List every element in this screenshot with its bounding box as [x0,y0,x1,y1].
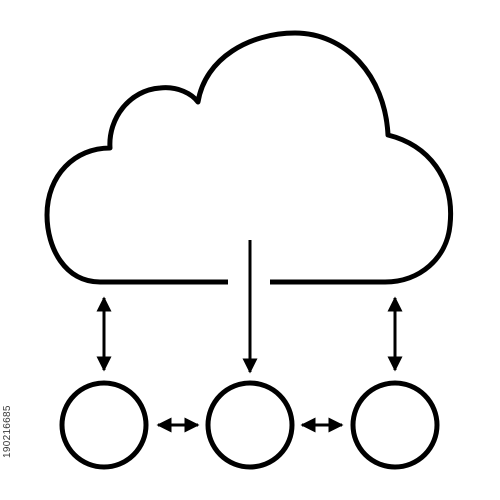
right-node-circle-icon [350,380,440,470]
left-node-circle-icon [59,380,149,470]
cloud-icon [44,30,454,285]
center-node-circle-icon [205,380,295,470]
stock-image-id: 190216685 [2,405,13,458]
